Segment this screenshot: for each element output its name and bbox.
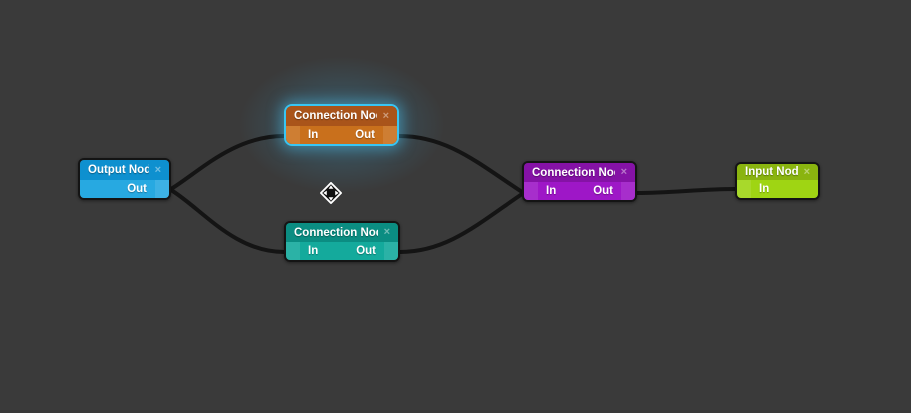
node-ports: In Out [286, 242, 398, 260]
connection-wire[interactable] [169, 134, 286, 191]
out-socket[interactable] [155, 180, 169, 198]
node-header[interactable]: Connection Node × [286, 106, 397, 126]
in-socket[interactable] [737, 180, 751, 198]
node-connection-right[interactable]: Connection Node × In Out [522, 161, 637, 202]
close-icon[interactable]: × [803, 165, 810, 178]
port-out-label: Out [356, 245, 376, 257]
node-title: Connection Node [294, 110, 377, 122]
connection-wire[interactable] [169, 188, 286, 254]
node-title: Connection Node [532, 166, 615, 179]
out-socket[interactable] [384, 242, 398, 260]
close-icon[interactable]: × [382, 109, 389, 122]
port-in-label: In [759, 183, 770, 195]
node-ports: In Out [286, 126, 397, 144]
port-in-label: In [308, 129, 319, 141]
in-socket[interactable] [286, 126, 300, 144]
node-title: Output Node [88, 164, 149, 176]
close-icon[interactable]: × [154, 163, 161, 176]
port-out-label: Out [127, 183, 147, 195]
node-header[interactable]: Connection Node × [524, 163, 635, 182]
node-connection-bottom[interactable]: Connection Node × In Out [284, 221, 400, 262]
node-connection-top[interactable]: Connection Node × In Out [284, 104, 399, 146]
out-socket[interactable] [621, 182, 635, 200]
node-title: Input Node [745, 166, 798, 178]
node-title: Connection Node [294, 226, 378, 239]
node-ports: Out [80, 180, 169, 198]
out-socket[interactable] [383, 126, 397, 144]
port-out-label: Out [355, 129, 375, 141]
in-socket[interactable] [286, 242, 300, 260]
node-header[interactable]: Input Node × [737, 164, 818, 180]
node-ports: In [737, 180, 818, 198]
node-output[interactable]: Output Node × Out [78, 158, 171, 200]
node-header[interactable]: Connection Node × [286, 223, 398, 242]
connection-wire[interactable] [398, 192, 524, 254]
connection-wire[interactable] [635, 187, 737, 195]
port-out-label: Out [593, 185, 613, 197]
port-in-label: In [308, 245, 319, 257]
node-header[interactable]: Output Node × [80, 160, 169, 180]
node-ports: In Out [524, 182, 635, 200]
port-in-label: In [546, 185, 557, 197]
close-icon[interactable]: × [620, 166, 627, 178]
in-socket[interactable] [524, 182, 538, 200]
close-icon[interactable]: × [383, 226, 390, 238]
connection-wire[interactable] [397, 134, 524, 194]
node-input[interactable]: Input Node × In [735, 162, 820, 200]
